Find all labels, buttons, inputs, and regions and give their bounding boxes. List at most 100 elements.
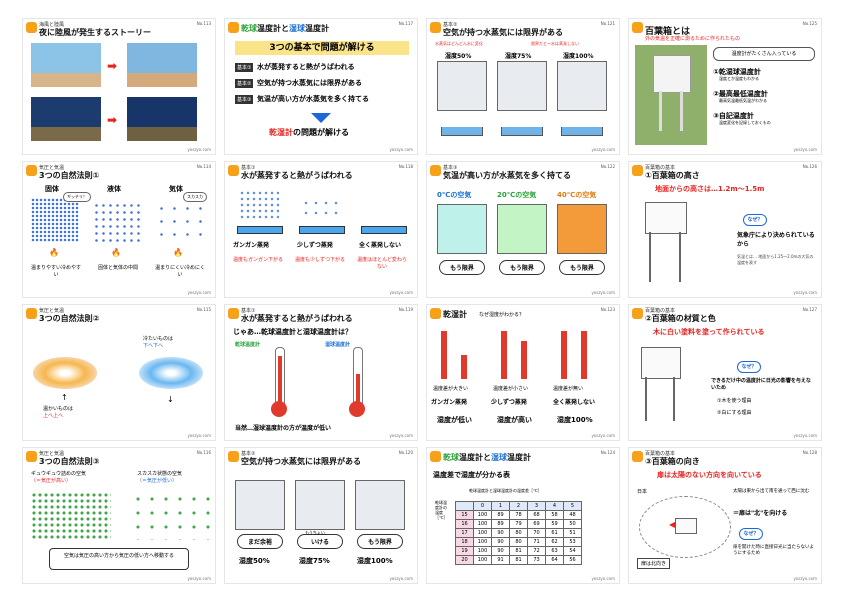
card-124[interactable]: 乾球温度計と湿球温度計 No.124 温度差で湿度が分かる表 乾球温度計と湿球温… [426, 447, 620, 584]
thermo-pair-2 [501, 331, 507, 379]
card-115[interactable]: 気圧と気温 3つの自然法則② No.115 冷たいものは下へ下へ 温かいものは上… [22, 304, 216, 441]
site-url[interactable]: yoszyo.com [793, 433, 817, 438]
head-gas: 気体 [169, 185, 183, 193]
card-128[interactable]: 百葉箱の基本 ③百葉箱の向き No.128 扉は太陽のない方向を向いている 日本… [628, 447, 822, 584]
table-cell: 89 [491, 510, 510, 520]
site-url[interactable]: yoszyo.com [591, 433, 615, 438]
item-note-1: 湿度とか温度もわかる [719, 76, 759, 81]
caption-3: 温度はほとんど変わらない [357, 257, 407, 270]
brand-logo-icon [26, 451, 37, 462]
item-note-3: 温度変化を記録しておくもの [719, 120, 771, 125]
table-cell: 59 [545, 519, 564, 529]
evap-1: ガンガン蒸発 [431, 399, 468, 406]
col-header: 0 [473, 501, 492, 511]
table-cell: 72 [527, 546, 546, 556]
card-120[interactable]: 基本② 空気が持つ水蒸気には限界がある No.120 まだ余裕 いける もうちょ… [224, 447, 418, 584]
cube-40c [557, 204, 607, 254]
item-2: ②最高最低温度計 [713, 90, 768, 98]
card-number: No.127 [802, 307, 817, 312]
card-119[interactable]: 基本① 水が蒸発すると熱がうばわれる No.119 じゃあ…乾球温度計と湿球温度… [224, 304, 418, 441]
brand-logo-icon [228, 22, 239, 33]
card-subtitle: 百葉箱の基本 [645, 308, 676, 314]
table-cell: 100 [473, 519, 492, 529]
why-bubble: なぜ？ [737, 361, 761, 373]
corner-cell [455, 501, 474, 511]
col-header: 1 [491, 501, 510, 511]
fire-icon: 🔥 [49, 248, 59, 257]
site-url[interactable]: yoszyo.com [187, 290, 211, 295]
card-title: 夜に陸風が発生するストーリー [39, 28, 151, 37]
card-113[interactable]: 海風と陸風 夜に陸風が発生するストーリー No.113 ➡ ➡ yoszyo.c… [22, 18, 216, 155]
head-evap-none: 全く蒸発しない [359, 242, 402, 249]
conclusion: 当然…湿球温度計の方が温度が低い [235, 425, 332, 432]
site-url[interactable]: yoszyo.com [389, 290, 413, 295]
site-url[interactable]: yoszyo.com [389, 576, 413, 581]
site-url[interactable]: yoszyo.com [187, 576, 211, 581]
thermo-pair-1 [461, 355, 467, 379]
card-subtitle: 気圧と気温 [39, 165, 65, 171]
right-head: スカスカ状態の空気（＝気圧が低い） [137, 471, 183, 484]
card-118[interactable]: 基本① 水が蒸発すると熱がうばわれる No.118 ガンガン蒸発 少しずつ蒸発 … [224, 161, 418, 298]
card-title: 気温が高い方が水蒸気を多く持てる [443, 171, 571, 180]
brand-logo-icon [228, 308, 239, 319]
brand-logo-icon [430, 22, 441, 33]
table-head: 乾球温度計と湿球温度計の温度差［℃］ [469, 488, 542, 493]
card-subtitle: 基本① [241, 165, 256, 171]
site-url[interactable]: yoszyo.com [389, 433, 413, 438]
card-title: 空気が持つ水蒸気には限界がある [443, 28, 563, 37]
table-cell: 100 [473, 528, 492, 538]
brand-logo-icon [26, 22, 37, 33]
site-url[interactable]: yoszyo.com [793, 290, 817, 295]
site-url[interactable]: yoszyo.com [793, 147, 817, 152]
site-url[interactable]: yoszyo.com [591, 147, 615, 152]
table-cell: 54 [563, 546, 582, 556]
card-126[interactable]: 百葉箱の基本 ①百葉箱の高さ No.126 地面からの高さは…1.2m〜1.5m… [628, 161, 822, 298]
japan-label: 日本 [637, 489, 648, 495]
site-url[interactable]: yoszyo.com [793, 576, 817, 581]
vapor-few [301, 198, 341, 220]
head-0c: 0℃の空気 [437, 191, 472, 199]
dry-label: 乾球温度計 [235, 342, 261, 348]
vapor-many [239, 190, 279, 220]
thermo-pair-1 [441, 331, 447, 379]
liquid-particles [93, 202, 141, 242]
card-125[interactable]: 百葉箱とは 外の気温を正確に測るために作られたもの No.125 温度計がたくさ… [628, 18, 822, 155]
table-header-row: 0 1 2 3 4 5 [455, 501, 582, 511]
card-title: ①百葉箱の高さ [645, 171, 700, 180]
label-100: 湿度100% [563, 53, 594, 60]
card-subtitle: 基本② [241, 451, 256, 457]
card-123[interactable]: 乾湿計 なぜ湿度がわかる？ No.123 温度差が大きい 温度差が小さい 温度差… [426, 304, 620, 441]
card-127[interactable]: 百葉箱の基本 ②百葉箱の材質と色 No.127 木に白い塗料を塗って作られている… [628, 304, 822, 441]
site-url[interactable]: yoszyo.com [591, 576, 615, 581]
north-note: ＝扉は"北"を向ける [733, 510, 788, 517]
col-header: 3 [527, 501, 546, 511]
site-url[interactable]: yoszyo.com [591, 290, 615, 295]
wet-label: 湿球温度計 [325, 342, 351, 348]
row-header: 15 [455, 510, 474, 520]
site-url[interactable]: yoszyo.com [389, 147, 413, 152]
caption-1: 温度もガンガン下がる [232, 257, 283, 263]
brand-logo-icon [632, 22, 643, 33]
hum-100: 湿度100% [357, 557, 393, 565]
card-subtitle: 百葉箱の基本 [645, 165, 676, 171]
card-114[interactable]: 気圧と気温 3つの自然法則① No.114 固体 液体 気体 ギッチリ！ スカス… [22, 161, 216, 298]
table-cell: 63 [545, 546, 564, 556]
row-header: 18 [455, 537, 474, 547]
site-url[interactable]: yoszyo.com [187, 147, 211, 152]
arrow-down-icon: ↓ [167, 395, 174, 404]
card-122[interactable]: 基本③ 気温が高い方が水蒸気を多く持てる No.122 0℃の空気 20℃の空気… [426, 161, 620, 298]
sun-note: 太陽は東から出て南を通って西に沈む [733, 489, 810, 494]
banner: 3つの基本で問題が解ける [235, 41, 409, 55]
card-subtitle: 基本③ [443, 165, 458, 171]
sparse-particles [131, 492, 211, 540]
brand-logo-icon [632, 308, 643, 319]
col-header: 4 [545, 501, 564, 511]
slide-grid: 海風と陸風 夜に陸風が発生するストーリー No.113 ➡ ➡ yoszyo.c… [22, 18, 822, 584]
site-url[interactable]: yoszyo.com [187, 433, 211, 438]
card-116[interactable]: 気圧と気温 3つの自然法則③ No.116 ギュウギュウ詰めの空気（＝気圧が高い… [22, 447, 216, 584]
card-121[interactable]: 基本② 空気が持つ水蒸気には限界がある No.121 水蒸気はどんどん水に変化 … [426, 18, 620, 155]
note-b: 限界だとー水は蒸発しない [531, 41, 579, 46]
brand-logo-icon [430, 165, 441, 176]
